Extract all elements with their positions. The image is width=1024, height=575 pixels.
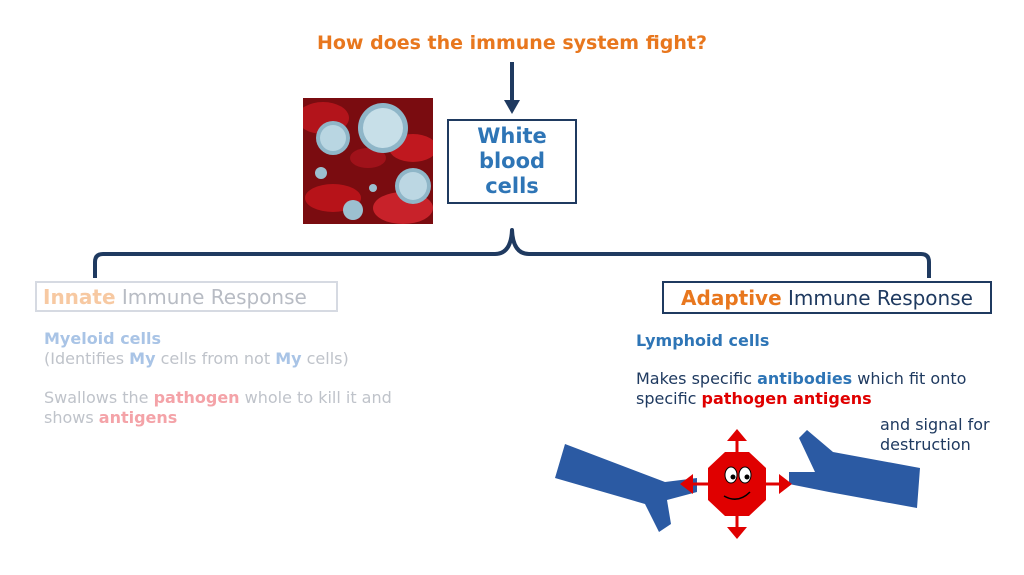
innate-response-box: Innate Immune Response <box>35 281 338 312</box>
wbc-line-1: White <box>477 124 547 148</box>
innate-action-line2: shows antigens <box>44 408 178 427</box>
pathogen-icon <box>680 429 792 539</box>
innate-label: Immune Response <box>115 284 307 309</box>
antibody-icon <box>555 444 697 532</box>
wbc-line-3: cells <box>485 174 539 198</box>
down-arrow-icon <box>504 62 520 114</box>
adaptive-response-box: Adaptive Immune Response <box>662 281 992 314</box>
wbc-line-2: blood <box>478 149 546 173</box>
adaptive-signal-line1: and signal for <box>880 415 990 434</box>
adaptive-signal-line2: destruction <box>880 435 971 454</box>
adaptive-keyword: Adaptive <box>681 285 782 310</box>
adaptive-label: Immune Response <box>781 285 973 310</box>
innate-cells-title: Myeloid cells <box>44 329 162 348</box>
adaptive-cells-title: Lymphoid cells <box>636 331 770 350</box>
white-blood-cells-box: White blood cells <box>447 119 577 204</box>
adaptive-makes-line1: Makes specific antibodies which fit onto <box>636 369 967 388</box>
innate-identifies-text: (Identifies My cells from not My cells) <box>44 349 349 368</box>
diagram-title: How does the immune system fight? <box>316 32 708 54</box>
antibody-icon <box>789 430 920 508</box>
innate-action-line1: Swallows the pathogen whole to kill it a… <box>44 388 392 407</box>
white-blood-cell-photo <box>303 98 433 224</box>
brace-icon <box>93 228 931 278</box>
adaptive-makes-line2: specific pathogen antigens <box>636 389 872 408</box>
innate-keyword: Innate <box>43 284 116 309</box>
